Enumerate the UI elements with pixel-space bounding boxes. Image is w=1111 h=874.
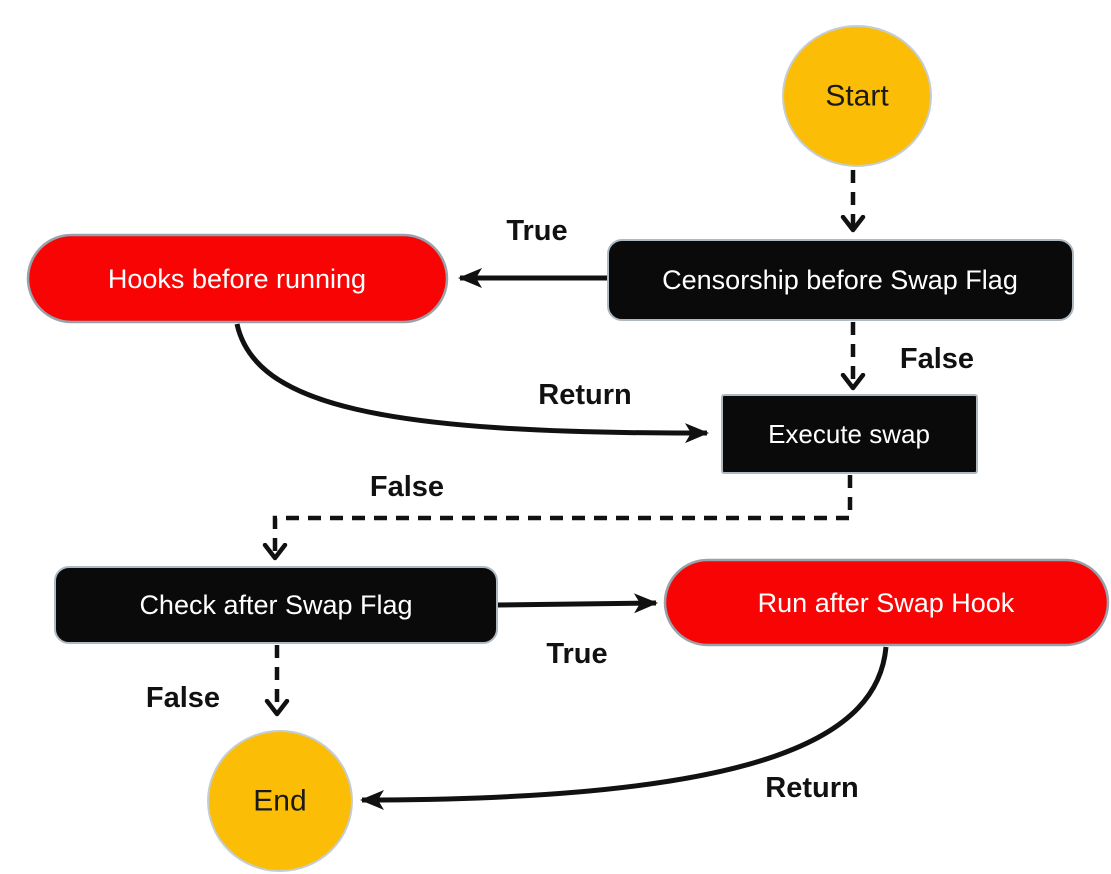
censorship-box bbox=[607, 239, 1074, 321]
run-label: Run after Swap Hook bbox=[758, 588, 1015, 618]
end-label: End bbox=[253, 785, 306, 818]
check-box bbox=[54, 566, 498, 644]
edge-label-false-bottom: False bbox=[146, 682, 220, 714]
edge-label-true-top: True bbox=[506, 215, 567, 247]
censorship-node: Censorship before Swap Flag bbox=[607, 239, 1074, 321]
hooks-label: Hooks before running bbox=[108, 264, 366, 294]
edge-run-return-to-end bbox=[360, 646, 889, 810]
edge-label-false-top: False bbox=[900, 343, 974, 375]
hooks-node: Hooks before running bbox=[26, 233, 449, 324]
edge-hooks-return-to-execute bbox=[234, 323, 709, 444]
execute-label: Execute swap bbox=[768, 419, 930, 449]
edge-label-return-bottom: Return bbox=[765, 772, 858, 804]
end-circle bbox=[207, 730, 353, 872]
end-node: End bbox=[207, 730, 353, 872]
censorship-label: Censorship before Swap Flag bbox=[662, 265, 1018, 295]
edge-execute-to-check bbox=[275, 475, 853, 557]
start-node: Start bbox=[782, 25, 932, 167]
execute-box bbox=[721, 394, 978, 474]
hooks-pill bbox=[26, 233, 449, 324]
edge-label-return-top: Return bbox=[538, 379, 631, 411]
run-node: Run after Swap Hook bbox=[663, 558, 1110, 647]
run-pill bbox=[663, 558, 1110, 647]
start-circle bbox=[782, 25, 932, 167]
start-label: Start bbox=[825, 80, 889, 113]
check-label: Check after Swap Flag bbox=[139, 590, 412, 620]
execute-node: Execute swap bbox=[721, 394, 978, 474]
edge-label-false-mid: False bbox=[370, 471, 444, 503]
edge-check-to-run bbox=[496, 593, 658, 614]
check-node: Check after Swap Flag bbox=[54, 566, 498, 644]
edge-label-true-bottom: True bbox=[546, 638, 607, 670]
